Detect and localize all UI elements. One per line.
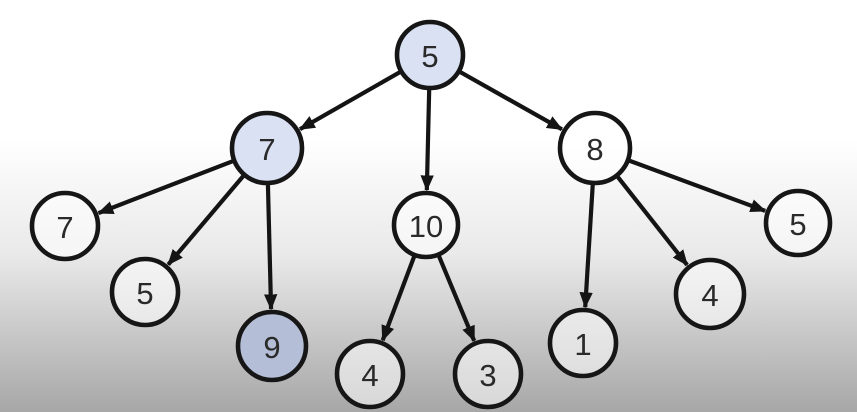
node-circle [673,257,747,331]
node-value-label: 5 [136,276,153,311]
node-circle [29,190,101,262]
node-value-label: 4 [701,278,718,313]
tree-node-n10: 10 [391,190,461,260]
tree-edge-arrow-n8-c1 [579,183,595,309]
node-circle [763,188,833,258]
node-circle [547,307,619,379]
tree-edge-arrow-n7-l7 [97,159,235,215]
tree-edge-arrow-n8-c4b [615,174,689,267]
tree-edge-arrow-n10-c3 [436,254,477,342]
tree-edge-arrow-root-n10 [420,88,434,192]
node-value-label: 9 [263,330,280,365]
tree-node-c3: 3 [452,338,524,410]
tree-edge-arrow-n7-n9 [264,183,278,311]
tree-node-n9: 9 [235,309,309,383]
tree-edge-arrow-n10-c4a [380,255,417,342]
tree-node-n8: 8 [557,110,633,186]
tree-node-root: 5 [394,19,466,91]
node-circle [109,256,181,328]
node-value-label: 5 [789,207,806,242]
tree-node-n7: 7 [229,110,305,186]
tree-node-c1: 1 [547,307,619,379]
node-circle [334,338,406,410]
node-circle [391,190,461,260]
node-value-label: 10 [409,209,443,244]
node-circle [394,19,466,91]
tree-edge-arrow-root-n8 [458,69,564,132]
tree-node-l7: 7 [29,190,101,262]
node-value-label: 4 [361,358,378,393]
node-value-label: 5 [421,39,438,74]
node-value-label: 8 [586,132,603,167]
tree-edge-arrow-n8-r5 [628,158,767,213]
node-circle [452,338,524,410]
node-value-label: 3 [479,358,496,393]
tree-node-c4a: 4 [334,338,406,410]
tree-edge-arrow-n7-l5 [166,174,246,266]
tree-edge-arrow-root-n7 [298,70,402,131]
tree-node-r5: 5 [763,188,833,258]
tree-node-c4b: 4 [673,257,747,331]
node-value-label: 7 [56,210,73,245]
node-value-label: 7 [258,132,275,167]
node-circle [557,110,633,186]
node-value-label: 1 [574,327,591,362]
node-circle [229,110,305,186]
node-circle [235,309,309,383]
tree-node-l5: 5 [109,256,181,328]
